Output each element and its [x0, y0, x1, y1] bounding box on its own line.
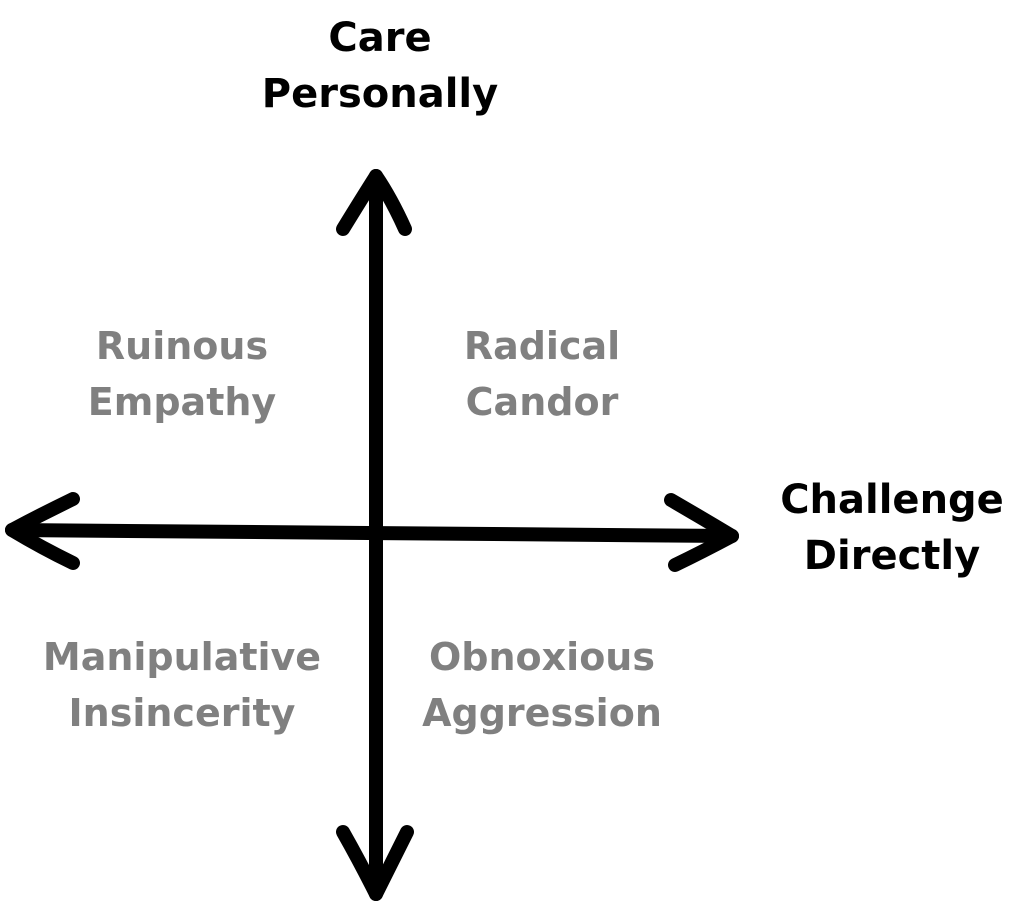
horizontal-axis-line [5, 523, 739, 543]
quadrant-label-line2: Aggression [422, 691, 662, 735]
quadrant-label-line1: Manipulative [42, 635, 322, 679]
quadrant-label-line1: Ruinous [95, 324, 269, 368]
quadrant-label-line2: Candor [465, 380, 619, 424]
quadrant-manipulative-insincerity: Manipulative Insincerity [20, 629, 344, 741]
vertical-axis-label-line2: Personally [261, 71, 499, 117]
left-arrow-head [5, 492, 80, 570]
right-arrow-head [664, 493, 739, 572]
up-arrow-head [336, 169, 412, 236]
quadrant-label-line1: Radical [463, 324, 621, 368]
horizontal-axis-label: Challenge Directly [760, 472, 1024, 584]
horizontal-axis-label-line2: Directly [803, 533, 981, 579]
quadrant-label-line1: Obnoxious [429, 635, 655, 679]
quadrant-radical-candor: Radical Candor [380, 318, 704, 430]
quadrant-obnoxious-aggression: Obnoxious Aggression [380, 629, 704, 741]
quadrant-label-line2: Insincerity [68, 691, 296, 735]
down-arrow-head [336, 825, 414, 901]
horizontal-axis-label-line1: Challenge [780, 477, 1004, 523]
vertical-axis-label: Care Personally [230, 10, 530, 122]
quadrant-label-line2: Empathy [87, 380, 277, 424]
quadrant-ruinous-empathy: Ruinous Empathy [20, 318, 344, 430]
vertical-axis-label-line1: Care [328, 15, 432, 61]
